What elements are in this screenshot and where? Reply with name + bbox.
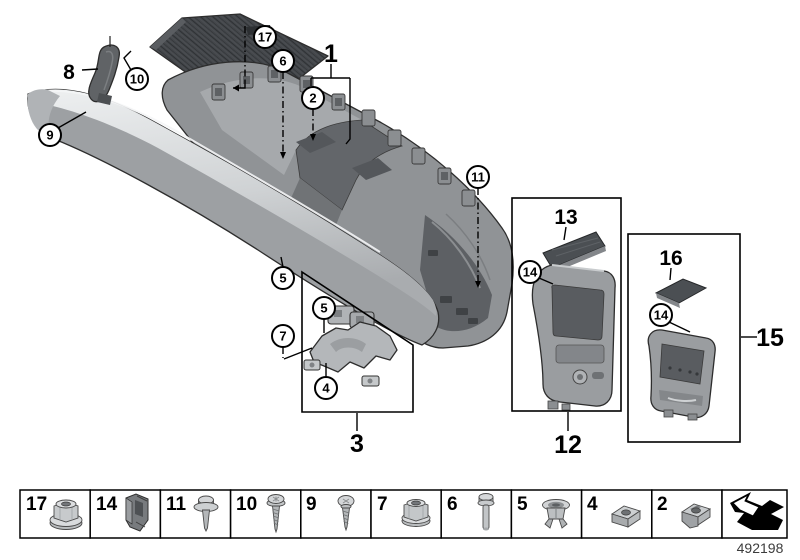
expanding-grommet-icon bbox=[542, 499, 570, 529]
long-tapping-screw-icon bbox=[266, 494, 286, 534]
center-console-artwork bbox=[27, 13, 716, 421]
svg-text:6: 6 bbox=[279, 54, 286, 69]
fastener-cell-4[interactable]: 4 bbox=[580, 489, 653, 539]
fastener-cell-14[interactable]: 14 bbox=[89, 489, 162, 539]
callout-14-box15[interactable]: 14 bbox=[649, 303, 673, 327]
svg-text:7: 7 bbox=[377, 494, 388, 515]
svg-text:10: 10 bbox=[236, 494, 257, 515]
leader-lines bbox=[57, 26, 757, 431]
callout-6[interactable]: 6 bbox=[271, 49, 295, 73]
svg-text:4: 4 bbox=[587, 494, 598, 515]
fastener-legend-table: 17 14 11 bbox=[19, 489, 788, 539]
group-box-3 bbox=[301, 270, 414, 413]
fastener-cell-10[interactable]: 10 bbox=[229, 489, 302, 539]
callout-5-bracket[interactable]: 5 bbox=[312, 296, 336, 320]
callout-2[interactable]: 2 bbox=[301, 86, 325, 110]
fastener-cell-11[interactable]: 11 bbox=[159, 489, 232, 539]
svg-text:9: 9 bbox=[46, 128, 53, 143]
svg-text:17: 17 bbox=[258, 30, 272, 45]
svg-text:10: 10 bbox=[130, 72, 144, 87]
fastener-cell-2[interactable]: 2 bbox=[651, 489, 723, 539]
group-box-12 bbox=[511, 197, 622, 412]
diagram-number: 492198 bbox=[737, 540, 784, 556]
callout-11[interactable]: 11 bbox=[466, 165, 490, 189]
fastener-cell-5[interactable]: 5 bbox=[510, 489, 583, 539]
hex-bolt-icon bbox=[477, 493, 495, 531]
callout-9[interactable]: 9 bbox=[38, 123, 62, 147]
label-12[interactable]: 12 bbox=[554, 431, 582, 459]
svg-text:2: 2 bbox=[657, 494, 668, 515]
svg-text:7: 7 bbox=[279, 329, 286, 344]
label-8[interactable]: 8 bbox=[63, 61, 75, 84]
svg-text:5: 5 bbox=[279, 271, 286, 286]
callout-10[interactable]: 10 bbox=[125, 67, 149, 91]
svg-text:5: 5 bbox=[517, 494, 528, 515]
bracket-part-8 bbox=[88, 36, 120, 105]
group-box-15 bbox=[627, 233, 741, 443]
rear-trim-frame-part-12 bbox=[531, 264, 616, 411]
short-tapping-screw-icon bbox=[337, 495, 355, 532]
square-nut-icon bbox=[610, 505, 642, 528]
grouping-boxes bbox=[301, 197, 741, 443]
callout-4[interactable]: 4 bbox=[314, 376, 338, 400]
label-16[interactable]: 16 bbox=[659, 247, 682, 270]
svg-text:14: 14 bbox=[654, 308, 669, 323]
svg-text:5: 5 bbox=[320, 301, 327, 316]
svg-text:11: 11 bbox=[471, 170, 485, 185]
continue-arrow-icon bbox=[730, 492, 784, 530]
fastener-cell-7[interactable]: 7 bbox=[370, 489, 442, 539]
screw-with-washer-icon bbox=[193, 495, 219, 533]
svg-text:11: 11 bbox=[166, 494, 187, 515]
svg-text:17: 17 bbox=[26, 494, 47, 515]
label-15[interactable]: 15 bbox=[756, 324, 784, 352]
svg-text:14: 14 bbox=[523, 265, 538, 280]
bracket-part-3 bbox=[303, 305, 398, 387]
flange-hex-nut-icon bbox=[401, 499, 431, 527]
svg-text:6: 6 bbox=[447, 494, 458, 515]
plain-labels: 8 1 3 13 12 16 15 bbox=[63, 40, 784, 459]
svg-text:4: 4 bbox=[322, 381, 330, 396]
callout-7[interactable]: 7 bbox=[271, 324, 295, 348]
console-outer-shell-part bbox=[27, 88, 440, 346]
rubber-mat-part-16 bbox=[654, 278, 708, 308]
svg-text:2: 2 bbox=[309, 91, 316, 106]
continue-arrow-box[interactable] bbox=[721, 489, 788, 539]
svg-text:14: 14 bbox=[96, 494, 118, 515]
label-3[interactable]: 3 bbox=[350, 430, 364, 458]
fastener-cell-6[interactable]: 6 bbox=[440, 489, 513, 539]
svg-text:9: 9 bbox=[306, 494, 317, 515]
label-1[interactable]: 1 bbox=[324, 40, 338, 68]
label-13[interactable]: 13 bbox=[554, 206, 577, 229]
callout-17[interactable]: 17 bbox=[253, 25, 277, 49]
callout-5-shell[interactable]: 5 bbox=[271, 266, 295, 290]
bracket-for-label-1 bbox=[310, 64, 351, 145]
flange-collar-nut-icon bbox=[49, 499, 83, 530]
fastener-cell-9[interactable]: 9 bbox=[300, 489, 372, 539]
circled-callouts: 17 6 2 10 9 11 5 5 7 4 14 14 bbox=[38, 25, 673, 400]
speed-clip-icon bbox=[680, 503, 712, 529]
rear-trim-part-15 bbox=[647, 329, 716, 421]
fastener-cell-17[interactable]: 17 bbox=[19, 489, 91, 539]
spring-clip-icon bbox=[125, 493, 149, 532]
callout-14-box12[interactable]: 14 bbox=[518, 260, 542, 284]
